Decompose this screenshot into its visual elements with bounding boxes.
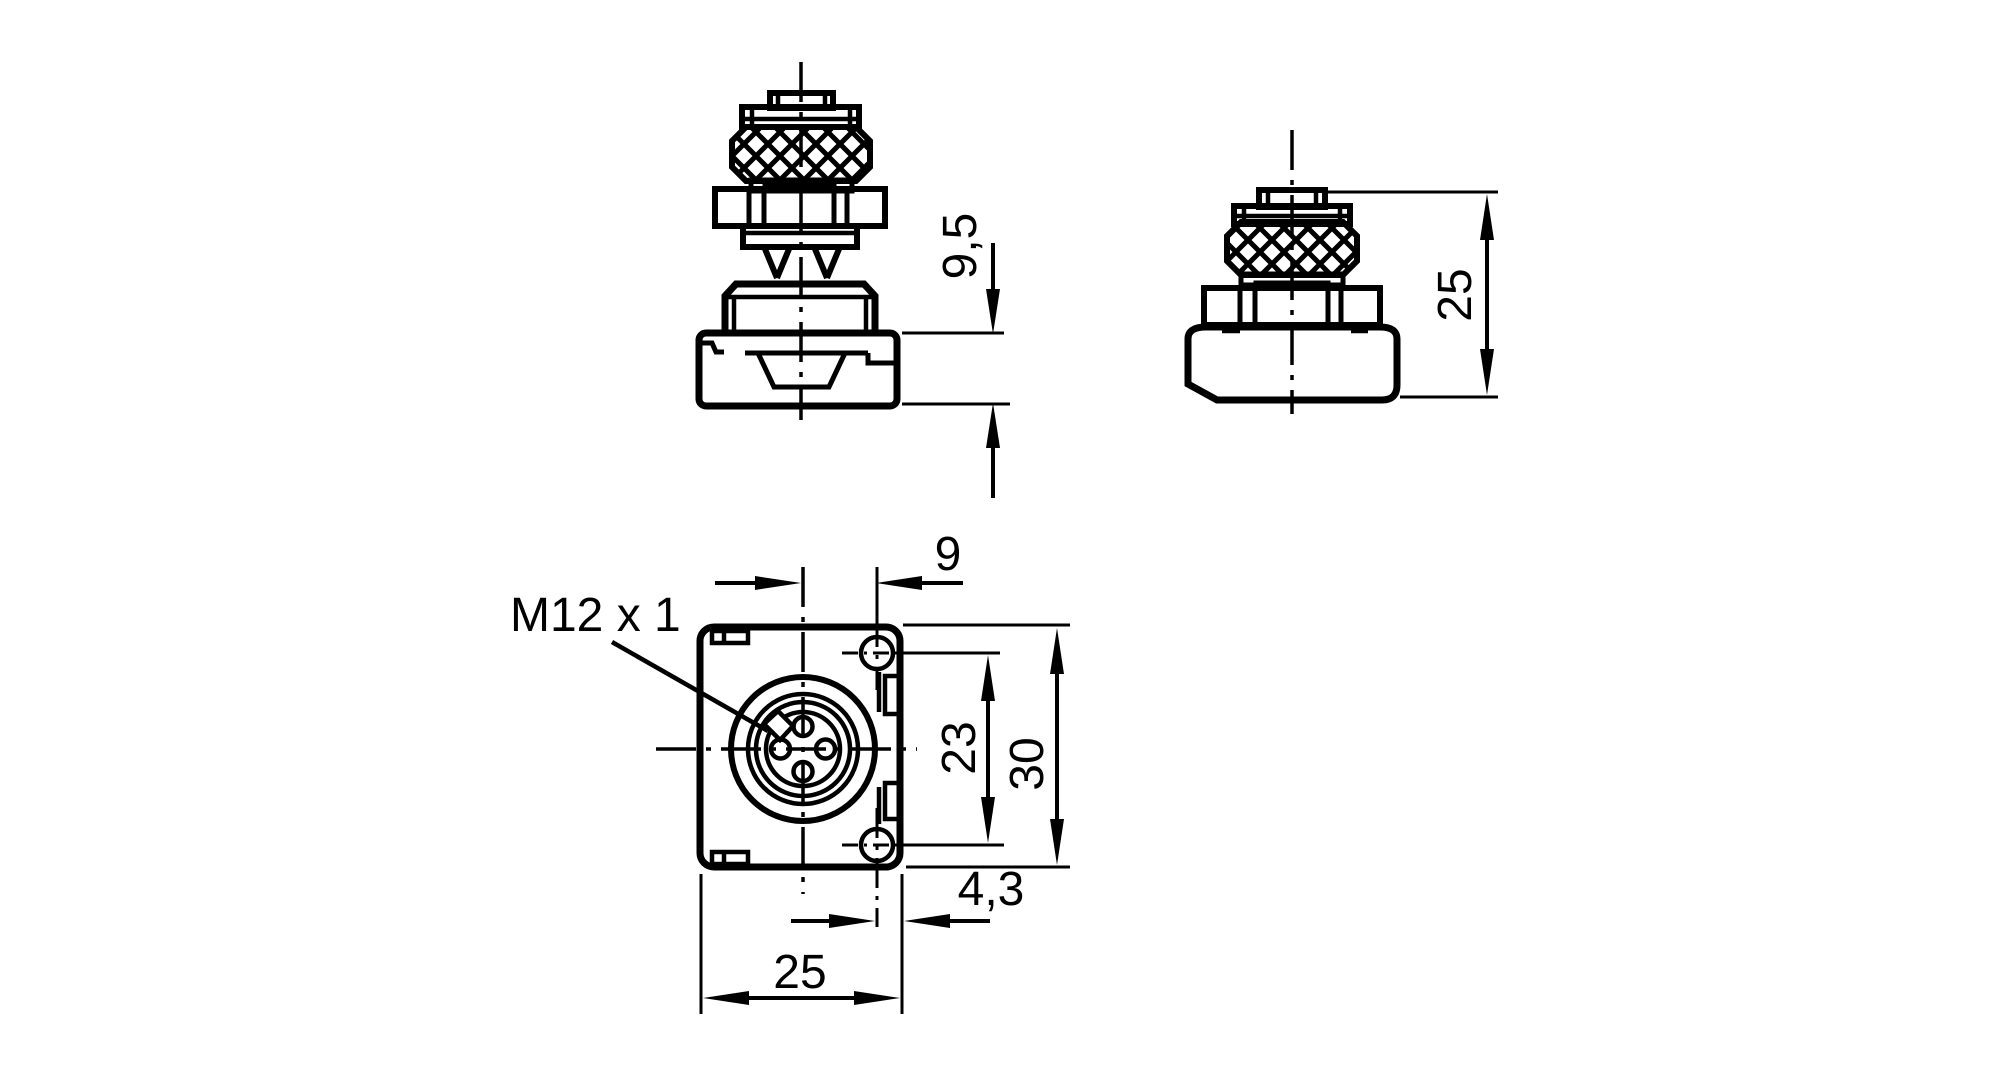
corner-notch-bottom-left: [709, 849, 751, 867]
side-view-assembled: [1184, 130, 1401, 414]
front-view-exploded: [695, 62, 901, 420]
dimension-flange-width: 25: [699, 874, 900, 1014]
dimension-screw-to-edge: 4,3: [791, 863, 1024, 1014]
dimension-socket-height: 9,5: [902, 213, 1010, 498]
dimension-screw-spacing: 23: [903, 651, 1004, 847]
dim-9-5-label: 9,5: [934, 213, 987, 280]
side-slot-bottom-right: [876, 780, 904, 824]
dim-23-label: 23: [933, 721, 986, 774]
dimension-assembled-height: 25: [1328, 190, 1498, 399]
flange-body-outline: [696, 623, 904, 871]
dim-30-label: 30: [1001, 737, 1054, 790]
dimension-flange-length: 30: [903, 623, 1070, 869]
dim-25-width-label: 25: [773, 946, 826, 999]
thread-callout: M12 x 1: [510, 589, 770, 733]
socket-base-side: [1184, 323, 1401, 404]
dimensions: 9,5 25 9 23: [510, 190, 1498, 1014]
top-view: [656, 567, 917, 927]
dim-9-label: 9: [935, 528, 962, 581]
thread-label: M12 x 1: [510, 589, 681, 642]
socket-base: [695, 329, 901, 410]
dim-4-3-label: 4,3: [958, 863, 1025, 916]
dimension-center-to-screw: 9: [715, 528, 963, 627]
leader-line: [610, 640, 770, 733]
mounting-hole-bottom: [842, 808, 903, 927]
side-slot-top-right: [876, 672, 904, 717]
corner-notch-top-left: [709, 628, 751, 646]
dim-25-side-label: 25: [1429, 268, 1482, 321]
contact-pins: [762, 247, 842, 280]
